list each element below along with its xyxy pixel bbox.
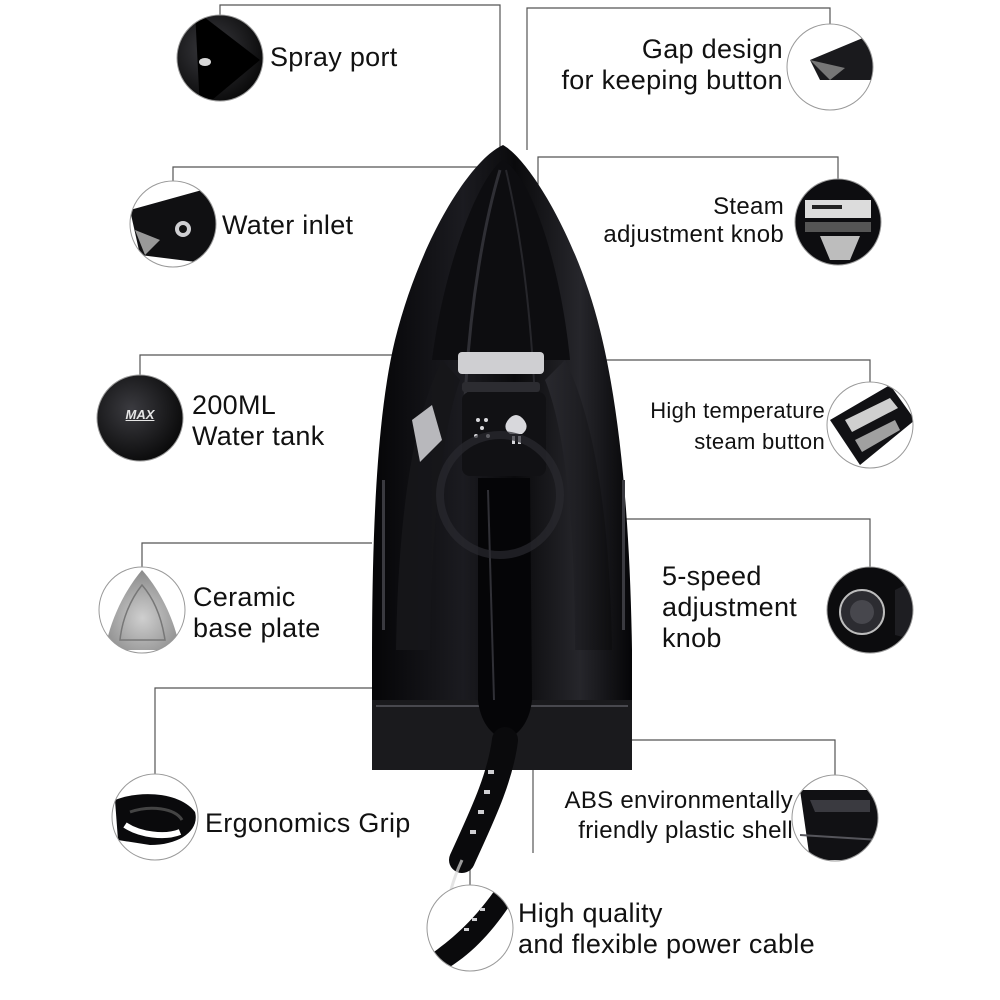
detail-abs-shell: [791, 774, 879, 862]
detail-gap-design: [786, 23, 874, 111]
detail-steam-knob: [794, 178, 882, 266]
label-grip: Ergonomics Grip: [205, 808, 411, 838]
detail-high-temp-button: [826, 381, 914, 469]
detail-water-tank: [96, 374, 184, 462]
label-steam-knob: Steam adjustment knob: [603, 193, 784, 248]
detail-spray-port: [176, 14, 264, 102]
label-power-cable: High quality and flexible power cable: [518, 898, 815, 959]
detail-grip: [111, 773, 199, 861]
label-spray-port: Spray port: [270, 42, 398, 72]
label-speed-knob: 5-speed adjustment knob: [662, 561, 798, 653]
leader-lines: [139, 4, 871, 885]
label-water-inlet: Water inlet: [222, 210, 354, 240]
tank-max-mark: MAX: [125, 407, 155, 422]
label-water-tank: 200ML Water tank: [192, 390, 325, 451]
label-gap-design: Gap design for keeping button: [561, 34, 783, 95]
label-high-temp-button: High temperature steam button: [650, 398, 825, 454]
detail-ceramic-plate: [98, 566, 186, 654]
detail-water-inlet: [129, 180, 217, 268]
label-abs-shell: ABS environmentally friendly plastic she…: [564, 787, 793, 844]
label-ceramic-plate: Ceramic base plate: [193, 582, 321, 643]
detail-speed-knob: [826, 566, 914, 654]
iron-body: [372, 145, 632, 906]
detail-power-cable: [426, 884, 514, 972]
